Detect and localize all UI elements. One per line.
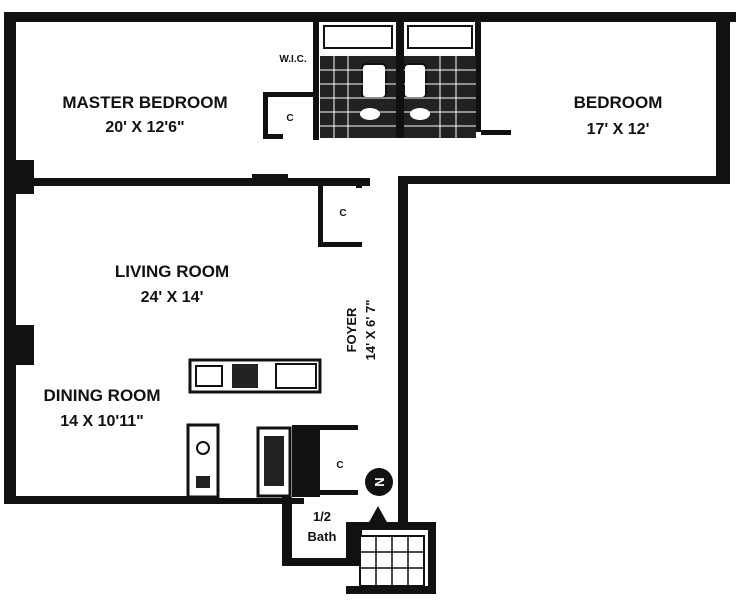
- kitchen-counter-lower: [186, 423, 292, 499]
- foyer-name: FOYER: [344, 307, 359, 352]
- dining-room-size: 14 X 10'11": [60, 413, 143, 430]
- half-bath-line2: Bath: [308, 529, 337, 544]
- closet-label-3: C: [336, 460, 343, 471]
- compass-letter: N: [372, 477, 387, 486]
- exterior-walls: [4, 12, 736, 526]
- dining-room-name: DINING ROOM: [43, 386, 160, 405]
- wic-label: W.I.C.: [279, 54, 306, 65]
- bathroom-2: [403, 25, 476, 138]
- closet-label-1: C: [286, 113, 293, 124]
- living-room-size: 24' X 14': [141, 289, 204, 306]
- north-compass-icon: N: [365, 468, 393, 496]
- kitchen-counter-upper: [188, 358, 322, 394]
- closet-label-2: C: [339, 208, 346, 219]
- interior-walls: [263, 22, 511, 594]
- master-bedroom-size: 20' X 12'6": [105, 119, 184, 136]
- bathroom-1: [320, 25, 396, 138]
- foyer-size: 14' X 6' 7": [363, 300, 378, 361]
- living-room-name: LIVING ROOM: [115, 262, 229, 281]
- half-bath-line1: 1/2: [313, 509, 331, 524]
- bedroom-size: 17' X 12': [587, 121, 650, 138]
- master-bedroom-name: MASTER BEDROOM: [62, 93, 227, 112]
- bedroom-name: BEDROOM: [574, 93, 663, 112]
- stair-grid: [359, 535, 425, 587]
- entry-arrow-icon: [368, 506, 388, 524]
